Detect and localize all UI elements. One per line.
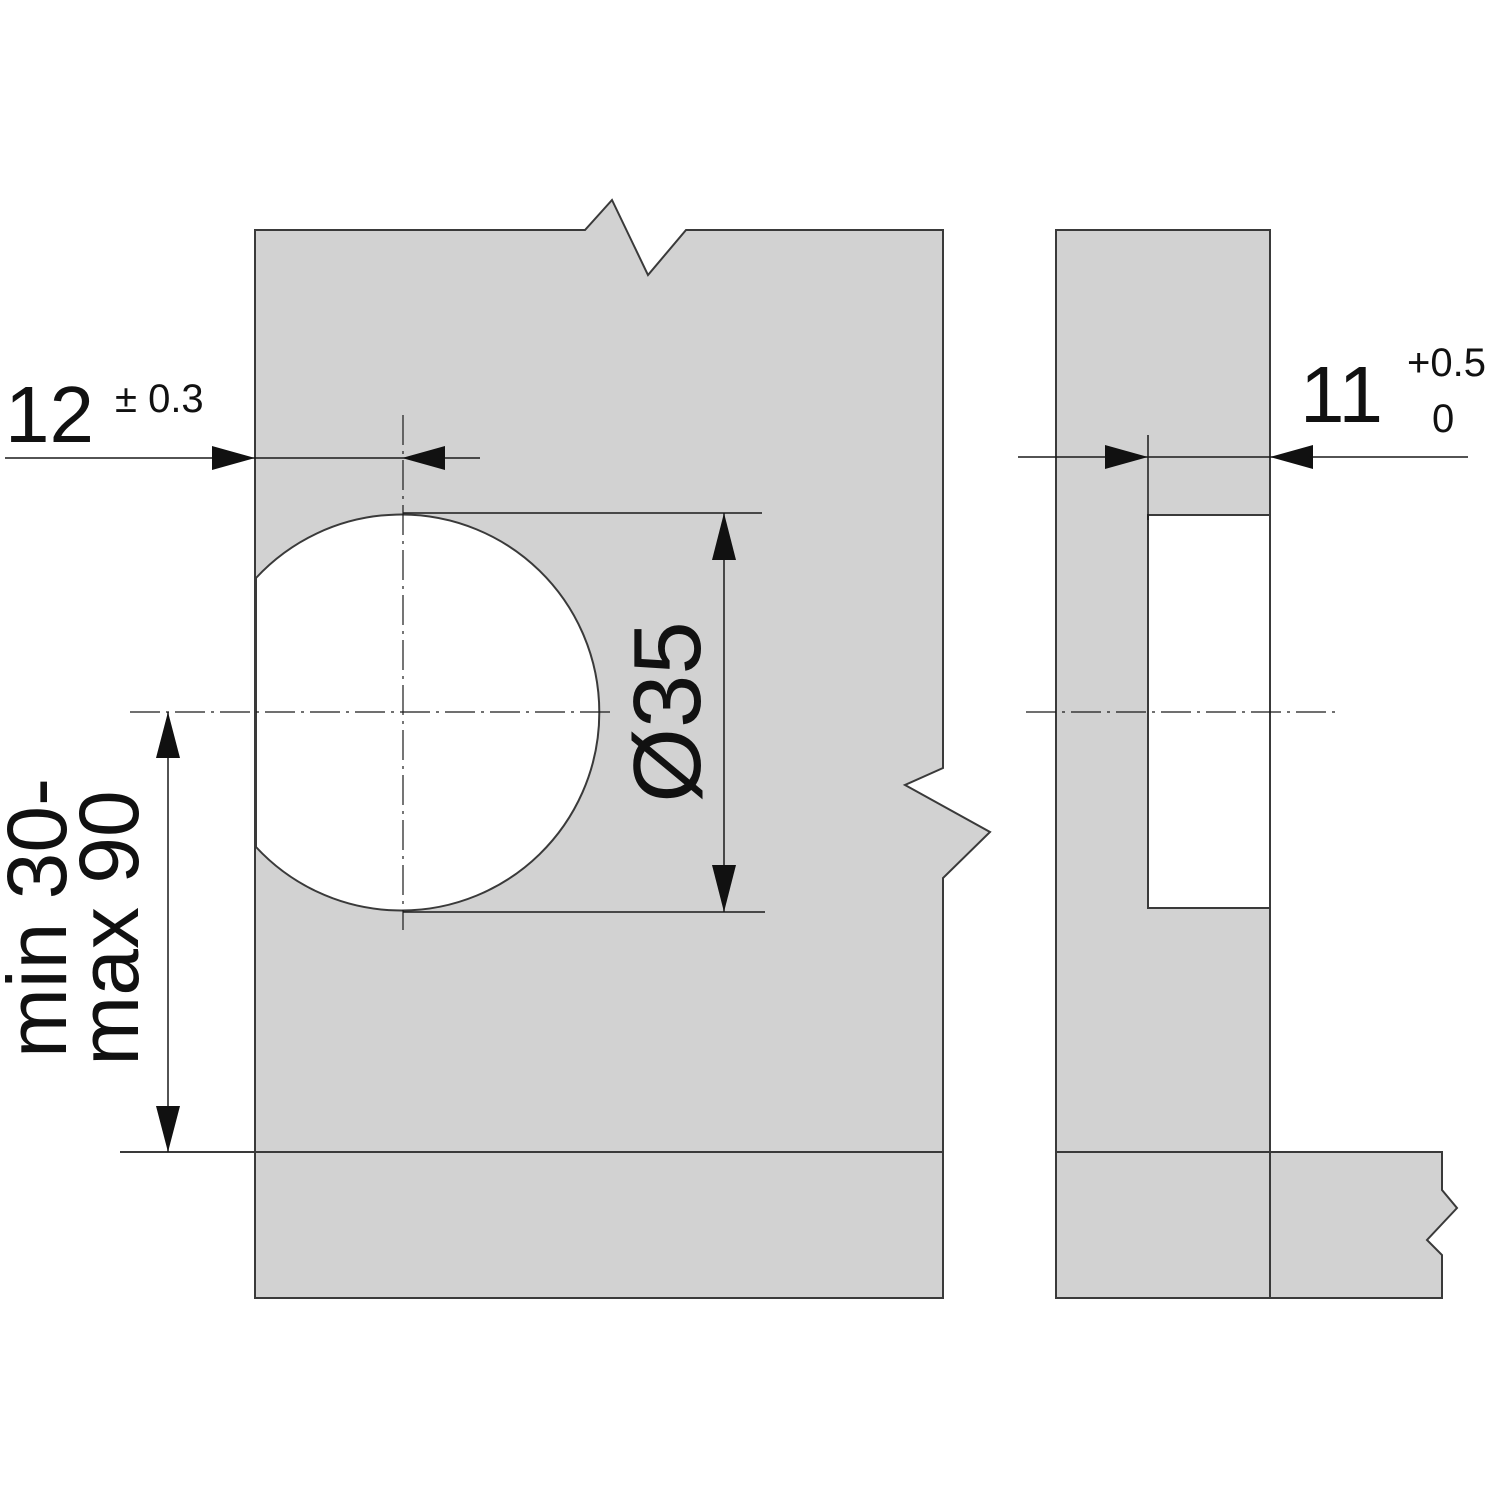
- hole-depth-upper-tolerance: +0.5: [1407, 341, 1486, 385]
- arrow-down-icon: [712, 865, 736, 912]
- front-view: [120, 198, 992, 1299]
- front-center-lines: [130, 415, 615, 930]
- arrow-right-icon: [1105, 445, 1148, 469]
- spacing-dimension: min 30- max 90: [0, 712, 180, 1152]
- arrow-left-icon: [1270, 445, 1313, 469]
- edge-distance-tolerance: ± 0.3: [115, 377, 204, 421]
- edge-distance-value: 12: [5, 370, 94, 459]
- hole-depth-lower-tolerance: 0: [1432, 397, 1454, 441]
- hole-diameter-dimension: Ø35: [403, 512, 765, 913]
- spacing-label-line1: min 30-: [0, 778, 84, 1058]
- cabinet-side-panel: [1269, 1151, 1459, 1299]
- arrow-right-icon: [212, 446, 255, 470]
- arrow-up-icon: [712, 513, 736, 560]
- hole-depth-dimension: 11 +0.5 0: [1018, 341, 1486, 520]
- arrow-left-icon: [402, 446, 445, 470]
- spacing-label-line2: max 90: [62, 790, 156, 1065]
- hole-depth-value: 11: [1300, 350, 1383, 439]
- side-view: [1026, 229, 1459, 1299]
- arrow-down-icon: [156, 1106, 180, 1152]
- arrow-up-icon: [156, 712, 180, 758]
- hole-diameter-value: Ø35: [614, 621, 721, 802]
- door-panel-front: [254, 198, 992, 1299]
- edge-distance-dimension: 12 ± 0.3: [5, 370, 480, 470]
